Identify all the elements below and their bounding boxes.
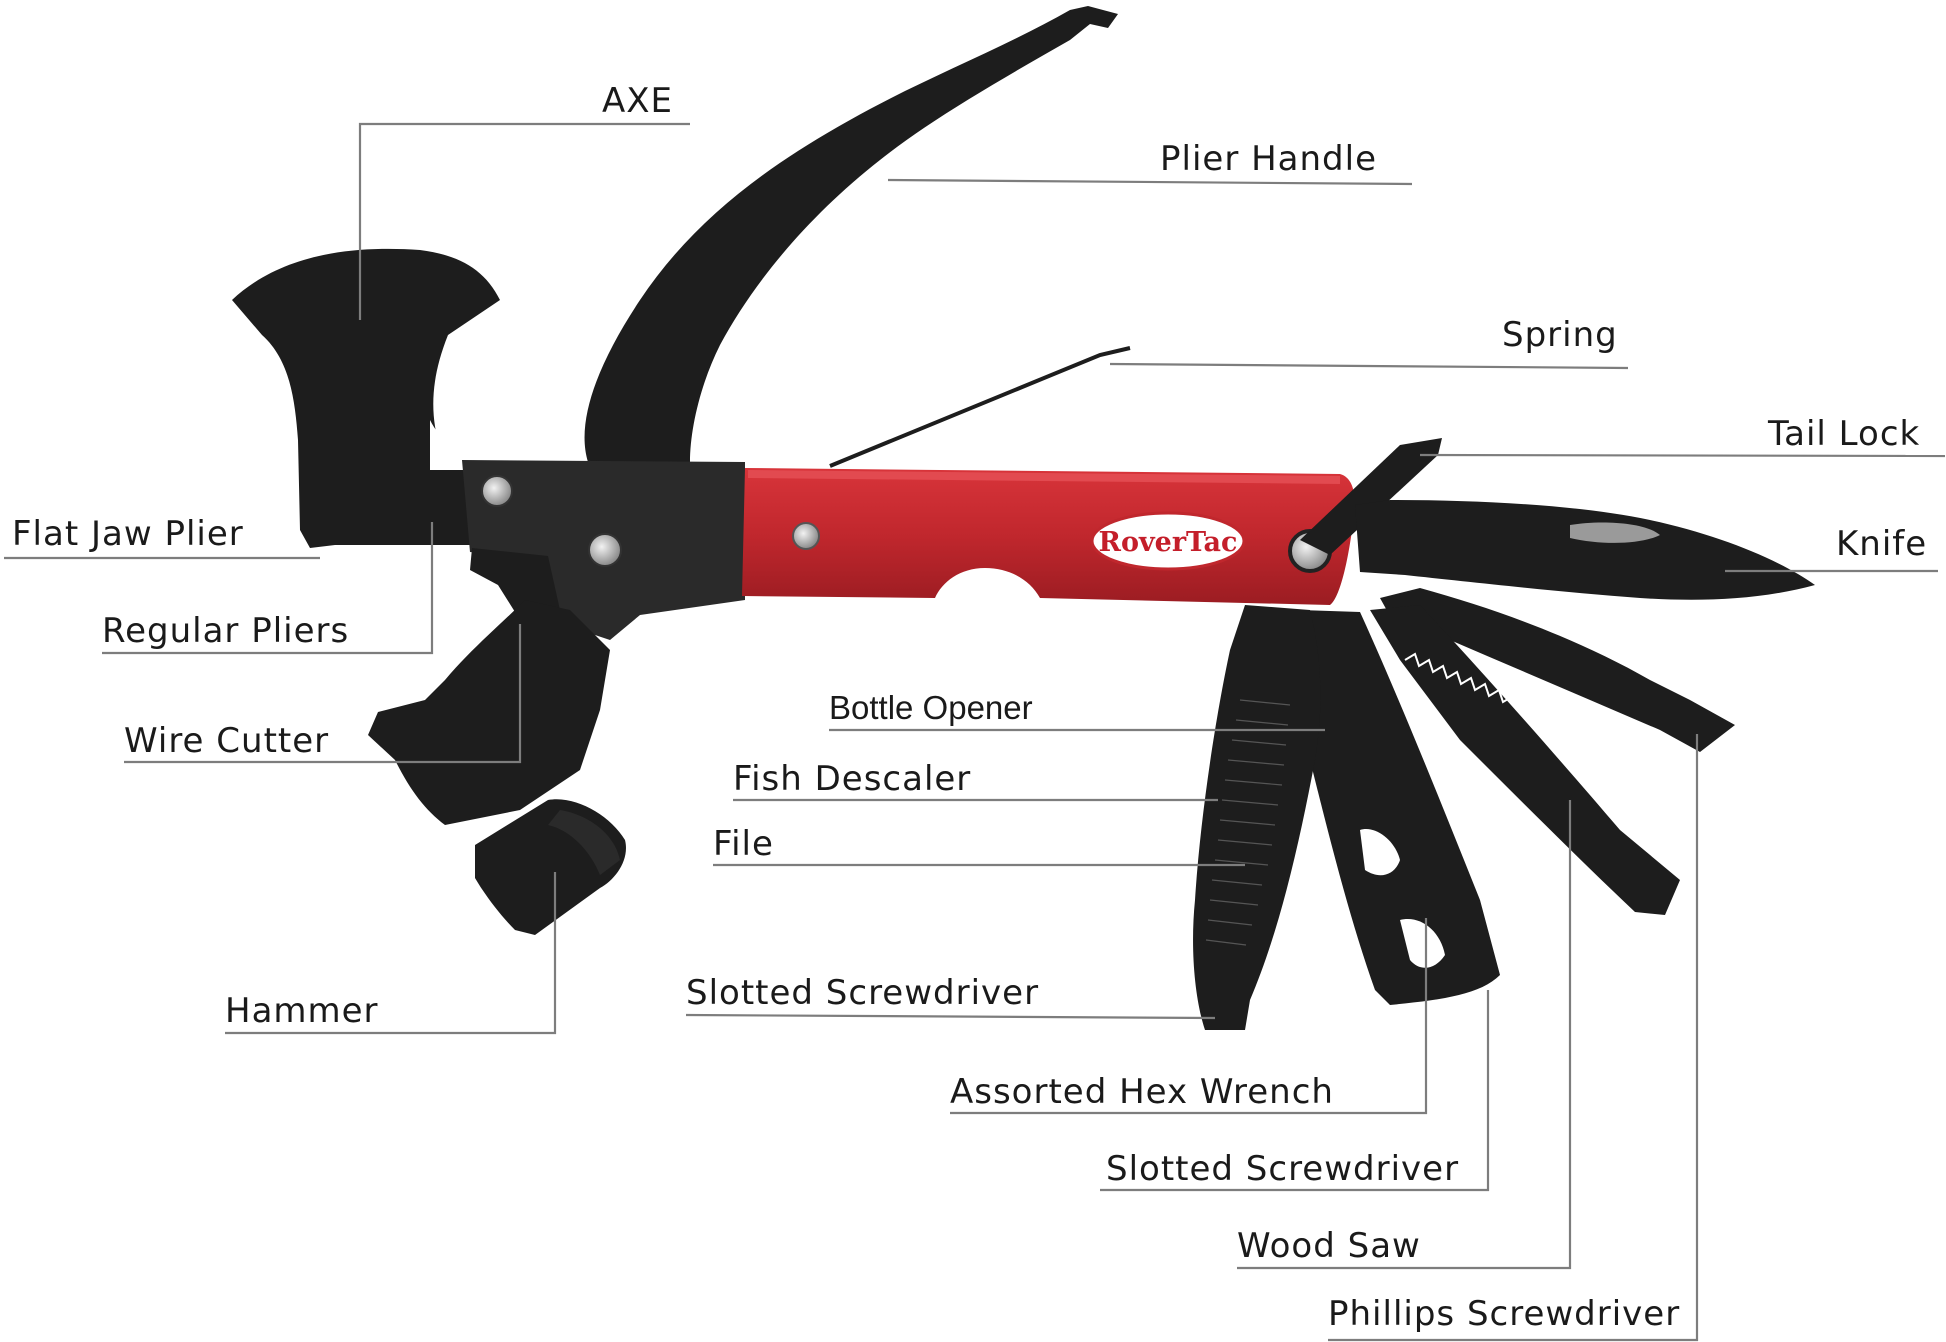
label-fish-descaler: Fish Descaler [733, 759, 971, 799]
label-knife: Knife [1836, 524, 1927, 564]
knife-blade-shape [1355, 500, 1815, 600]
leader-regular-pliers [102, 522, 434, 655]
label-file: File [713, 824, 774, 864]
bolt-axe [481, 475, 513, 507]
red-handle-top-edge [748, 470, 1340, 484]
label-phillips-screwdriver: Phillips Screwdriver [1328, 1294, 1680, 1334]
label-plier-handle: Plier Handle [1160, 139, 1377, 179]
hex-wrench-hole-1 [1360, 829, 1400, 876]
leader-wire-cutter [124, 624, 522, 764]
wood-saw-shape [1370, 605, 1680, 915]
label-flat-jaw-plier: Flat Jaw Plier [12, 514, 244, 554]
spring-wire-shape [829, 346, 1131, 468]
tail-lock-shape [1300, 438, 1442, 555]
axe-head-shape [232, 248, 500, 548]
leader-axe [358, 122, 690, 320]
hex-wrench-shape [1300, 610, 1500, 1005]
wire-cutter-shape [368, 600, 610, 825]
leader-tail-lock [1419, 453, 1946, 458]
label-spring: Spring [1502, 315, 1618, 355]
red-handle-shape [742, 468, 1355, 605]
leader-spring [1109, 362, 1629, 370]
labels: AXE Plier Handle Spring Tail Lock Knife … [12, 81, 1927, 1334]
file-tool-shape [1193, 605, 1321, 1030]
brand-logo-oval [1090, 511, 1246, 571]
label-bottle-opener: Bottle Opener [829, 689, 1033, 726]
bolt-jaw [588, 533, 622, 567]
axe-notch-shape [430, 420, 470, 470]
hammer-face-shape [548, 810, 620, 875]
phillips-screwdriver-shape [1380, 588, 1735, 752]
leader-plier-handle [887, 178, 1413, 186]
label-tail-lock: Tail Lock [1767, 414, 1920, 454]
leader-slotted-screwdriver-2 [1100, 990, 1490, 1192]
leader-wood-saw [1237, 800, 1572, 1270]
multitool-illustration: RoverTac [232, 6, 1815, 1030]
leader-lines [4, 122, 1946, 1342]
label-axe: AXE [602, 81, 673, 121]
bolt-red [792, 522, 820, 550]
leader-phillips-screwdriver [1328, 734, 1699, 1342]
label-slotted-screwdriver-1: Slotted Screwdriver [686, 973, 1039, 1013]
label-wood-saw: Wood Saw [1237, 1226, 1421, 1266]
label-hex-wrench: Assorted Hex Wrench [950, 1072, 1334, 1112]
plier-handle-shape [584, 6, 1118, 462]
label-regular-pliers: Regular Pliers [102, 611, 349, 651]
knife-thumbhole [1570, 522, 1660, 543]
brand-logo-text: RoverTac [1099, 527, 1238, 558]
label-slotted-screwdriver-2: Slotted Screwdriver [1106, 1149, 1459, 1189]
file-texture [1205, 699, 1291, 946]
leader-hammer [225, 872, 557, 1035]
label-hammer: Hammer [225, 991, 379, 1031]
leader-hex-wrench [950, 918, 1428, 1115]
wood-saw-teeth [1404, 652, 1574, 733]
leader-slotted-screwdriver-1 [685, 1013, 1216, 1020]
hex-wrench-hole-2 [1400, 919, 1445, 968]
label-wire-cutter: Wire Cutter [124, 721, 329, 761]
